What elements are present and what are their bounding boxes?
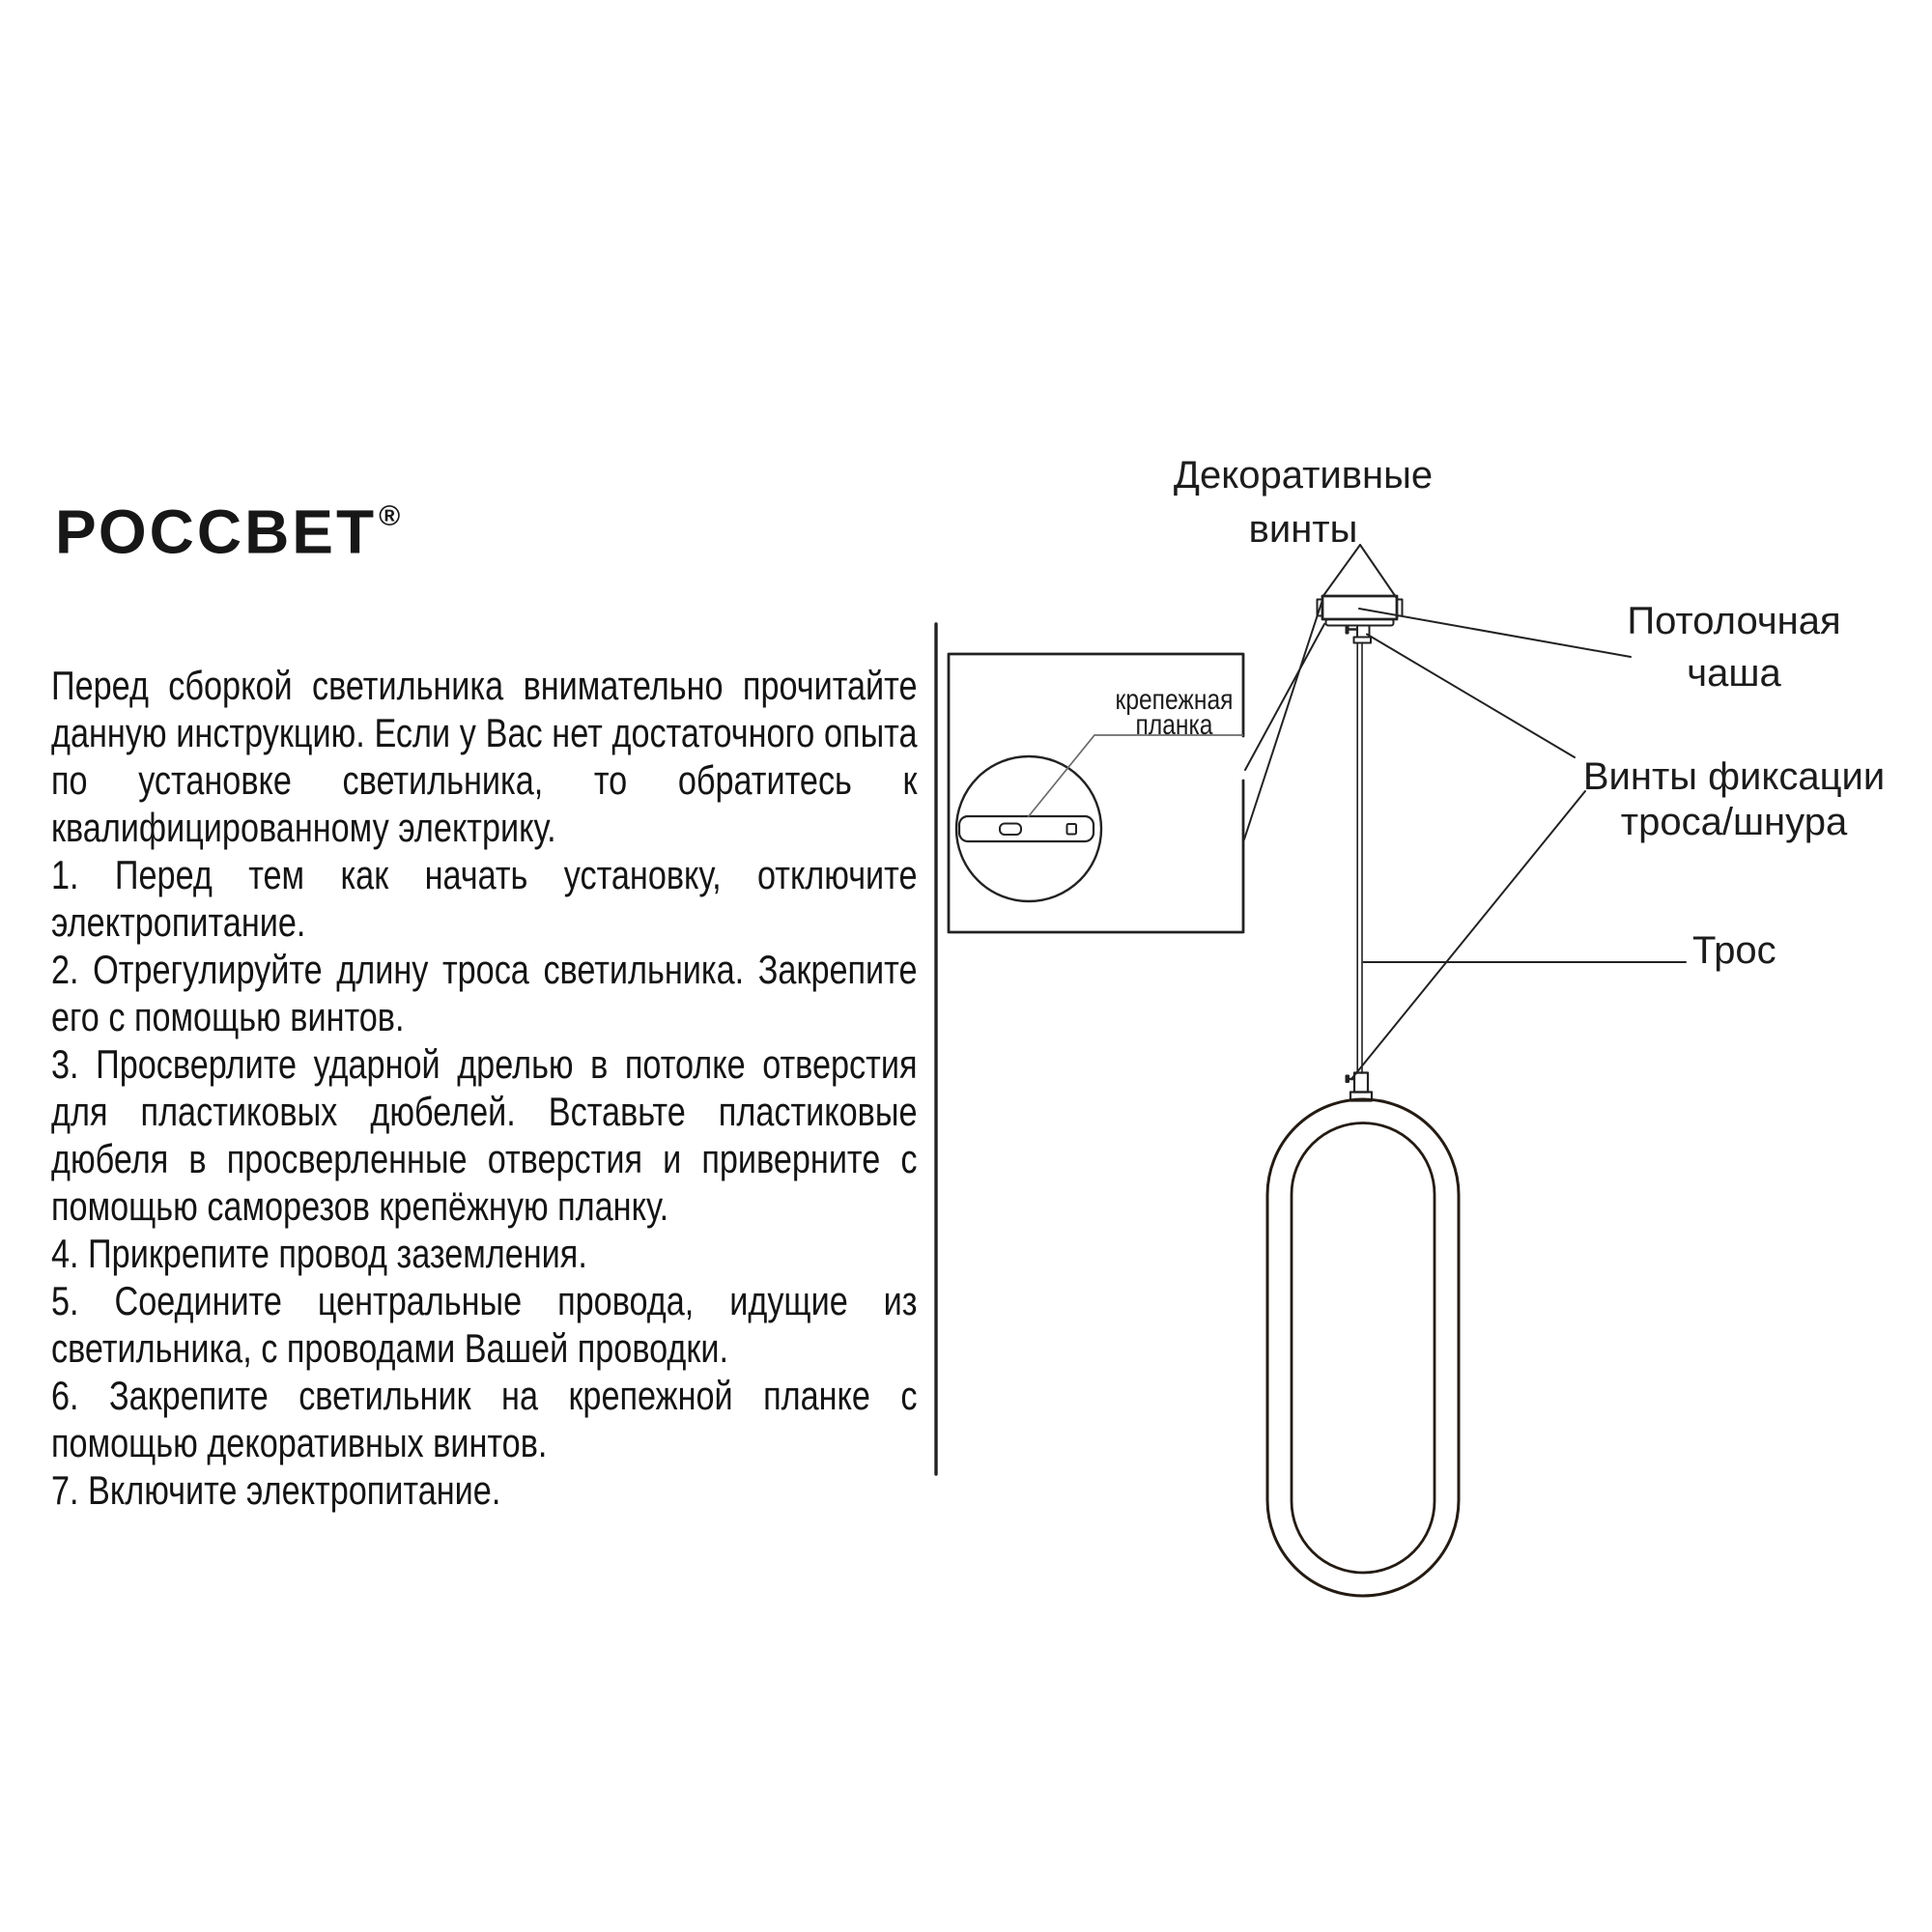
label-decorative-screws-line1: Декоративные — [1173, 454, 1434, 497]
brand-logo: РОССВЕТ® — [55, 492, 401, 562]
instruction-line: электропитание. — [51, 899, 306, 945]
instruction-line: Перед сборкой светильника внимательно пр… — [51, 663, 918, 708]
mounting-plate-bar — [957, 814, 1095, 843]
fixing-screws-leader-line-top — [1366, 633, 1576, 758]
registered-trademark-icon: ® — [379, 500, 401, 532]
label-mounting-plate-line2: планка — [1135, 709, 1213, 741]
instruction-line: светильника, с проводами Вашей проводки. — [51, 1325, 729, 1371]
brand-name: РОССВЕТ — [55, 497, 378, 567]
mounting-plate-hole — [1065, 823, 1077, 836]
cable-fixing-screw-top — [1345, 625, 1350, 635]
lamp-ring-inner — [1290, 1122, 1436, 1575]
label-mounting-plate-line1: крепежная — [1115, 684, 1234, 716]
instruction-line: 2. Отрегулируйте длину троса светильника… — [51, 947, 918, 992]
decorative-screws-leader-left — [1321, 544, 1361, 598]
instructions-text: Перед сборкой светильника внимательно пр… — [51, 662, 918, 1514]
mounting-plate-leader-line — [1027, 734, 1243, 818]
label-cable: Трос — [1692, 929, 1776, 972]
instruction-line: 1. Перед тем как начать установку, отклю… — [51, 852, 918, 897]
label-decorative-screws-line2: винты — [1248, 508, 1358, 551]
instruction-line: для пластиковых дюбелей. Вставьте пласти… — [51, 1089, 918, 1134]
label-decorative-screws: Декоративные винты — [1153, 448, 1453, 556]
instruction-line: 5. Соедините центральные провода, идущие… — [51, 1278, 918, 1323]
ceiling-cup-left-tab — [1316, 598, 1323, 617]
mounting-plate-slot — [999, 822, 1022, 836]
instruction-line: 7. Включите электропитание. — [51, 1467, 501, 1513]
lamp-ring-outer — [1265, 1097, 1461, 1598]
label-fixing-screws: Винты фиксации троса/шнура — [1560, 754, 1908, 845]
detail-connection-line-1 — [1243, 599, 1323, 840]
instruction-line: 4. Прикрепите провод заземления. — [51, 1231, 587, 1276]
ceiling-cup-leader-line — [1358, 608, 1632, 658]
instruction-line: дюбеля в просверленные отверстия и приве… — [51, 1136, 918, 1181]
fixing-screws-leader-line-bottom — [1350, 790, 1586, 1080]
lamp-cable-grip — [1352, 1071, 1370, 1094]
instruction-line: 3. Просверлите ударной дрелью в потолке … — [51, 1041, 918, 1087]
decorative-screws-leader-right — [1359, 544, 1397, 598]
instruction-line: 6. Закрепите светильник на крепежной пла… — [51, 1373, 918, 1418]
label-fixing-screws-line1: Винты фиксации — [1582, 755, 1886, 798]
cable-gland-collar — [1352, 636, 1372, 644]
label-ceiling-cup-line1: Потолочная — [1627, 600, 1841, 642]
ceiling-cup-right-tab — [1396, 598, 1404, 617]
detail-circle — [954, 754, 1103, 903]
instruction-line: помощью саморезов крепёжную планку. — [51, 1183, 669, 1229]
label-mounting-plate: крепежная планка — [1077, 684, 1271, 741]
label-fixing-screws-line2: троса/шнура — [1620, 801, 1848, 843]
ceiling-cup — [1321, 594, 1399, 621]
instruction-line: квалифицированному электрику. — [51, 805, 556, 850]
label-ceiling-cup: Потолочная чаша — [1589, 595, 1879, 699]
instruction-line: его с помощью винтов. — [51, 994, 405, 1039]
instruction-line: по установке светильника, то обратитесь … — [51, 757, 918, 803]
instruction-line: данную инструкцию. Если у Вас нет достат… — [51, 710, 918, 755]
label-ceiling-cup-line2: чаша — [1687, 652, 1781, 695]
instruction-line: помощью декоративных винтов. — [51, 1420, 548, 1465]
detail-inset-box — [947, 652, 1245, 934]
detail-connection-line-2 — [1244, 623, 1325, 771]
cable-fixing-screw-bottom — [1345, 1074, 1350, 1083]
